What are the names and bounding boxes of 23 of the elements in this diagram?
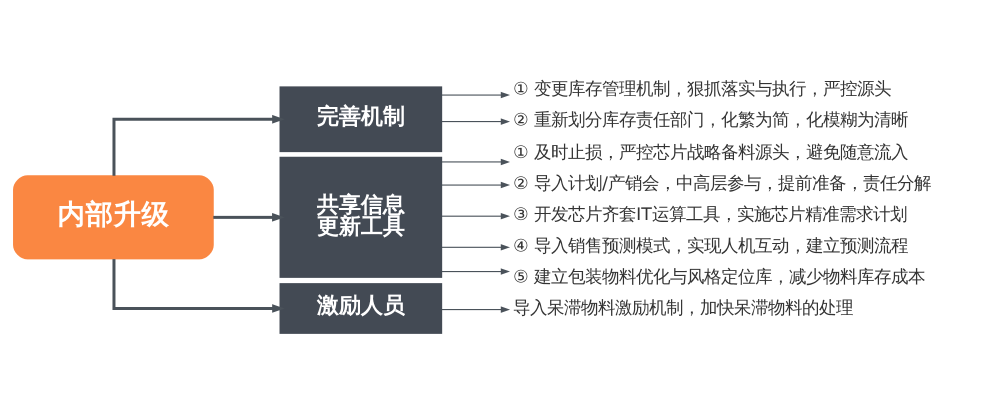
node-box: 激励人员 xyxy=(279,282,442,334)
node-box: 内部升级 xyxy=(12,174,214,259)
node-text: ⑤ 建立包装物料优化与风格定位库，减少物料库存成本 xyxy=(512,267,925,287)
node-box: 完善机制 xyxy=(279,86,442,152)
arrow xyxy=(441,244,510,250)
node-text: ② 导入计划/产销会，中高层参与，提前准备，责任分解 xyxy=(512,174,930,194)
node-text: ③ 开发芯片齐套IT运算工具，实施芯片精准需求计划 xyxy=(512,204,906,225)
node-text: 导入呆滞物料激励机制，加快呆滞物料的处理 xyxy=(512,298,853,318)
arrow xyxy=(212,212,284,222)
arrow xyxy=(112,258,284,312)
arrow xyxy=(441,91,510,98)
node-box: 共享信息更新工具 xyxy=(279,156,442,278)
node-text: ① 及时止损，严控芯片战略备料源头，避免随意流入 xyxy=(512,142,908,162)
arrow xyxy=(441,181,510,188)
arrow xyxy=(441,118,510,124)
arrow xyxy=(441,268,510,274)
node-text: ④ 导入销售预测模式，实现人机互动，建立预测流程 xyxy=(512,236,908,256)
arrow xyxy=(441,158,510,165)
node-text: ② 重新划分库存责任部门，化繁为简，化模糊为清晰 xyxy=(512,110,908,130)
arrow xyxy=(441,212,510,219)
node-text: ① 变更库存管理机制，狠抓落实与执行，严控源头 xyxy=(512,78,891,99)
arrow xyxy=(441,306,510,312)
arrow xyxy=(112,114,284,176)
